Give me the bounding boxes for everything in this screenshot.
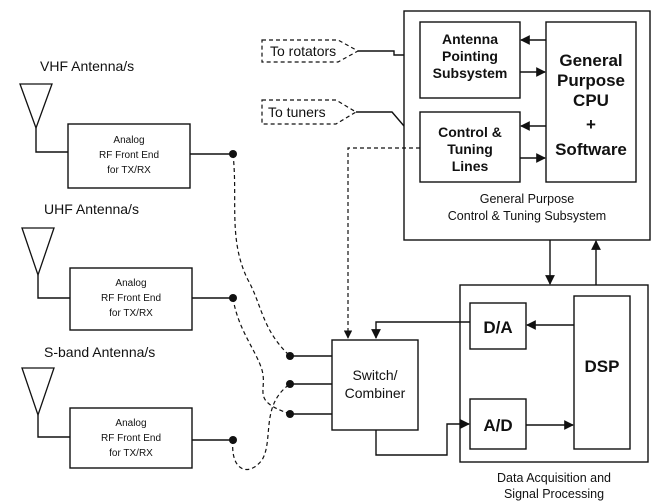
cpu-to-subsystem-arrows xyxy=(520,35,546,163)
sband-front-end-line2: RF Front End xyxy=(101,433,161,444)
antenna-pointing-subsystem: Antenna Pointing Subsystem xyxy=(419,21,521,99)
da-label: D/A xyxy=(483,318,512,337)
control-tuning-line1: Control & xyxy=(438,124,502,140)
vhf-antenna-icon xyxy=(19,83,68,153)
switch-label-line1: Switch/ xyxy=(352,367,397,383)
cpu-line4: + xyxy=(586,115,596,134)
sband-antenna-icon xyxy=(21,367,70,438)
control-tuning-line2: Tuning xyxy=(447,141,493,157)
control-subsystem-caption-line1: General Purpose xyxy=(480,192,575,206)
uhf-front-end-line2: RF Front End xyxy=(101,293,161,304)
uhf-antenna-icon xyxy=(21,227,70,299)
signal-flow-arrows xyxy=(371,240,601,456)
antenna-pointing-line2: Pointing xyxy=(442,48,498,64)
control-tuning-lines: Control & Tuning Lines xyxy=(419,111,521,183)
sband-antenna-label: S-band Antenna/s xyxy=(44,344,155,360)
dsp-label: DSP xyxy=(585,357,620,376)
vhf-antenna-label: VHF Antenna/s xyxy=(40,58,134,74)
switch-label-line2: Combiner xyxy=(345,385,406,401)
control-to-switch-line xyxy=(343,147,420,339)
cpu-line1: General xyxy=(559,51,622,70)
vhf-front-end-line1: Analog xyxy=(113,135,144,146)
switch-input-junctions xyxy=(286,352,332,418)
front-end-outputs xyxy=(190,150,237,444)
to-tuners-label: To tuners xyxy=(268,104,326,120)
uhf-front-end-line1: Analog xyxy=(115,278,146,289)
vhf-front-end-line3: for TX/RX xyxy=(107,165,151,176)
da-converter: D/A xyxy=(469,302,527,350)
to-rotators-label: To rotators xyxy=(270,43,336,59)
switch-combiner-block: Switch/ Combiner xyxy=(331,339,419,431)
data-acquisition-caption-line2: Signal Processing xyxy=(504,487,604,501)
control-tuning-line3: Lines xyxy=(452,158,489,174)
cpu-line5: Software xyxy=(555,140,627,159)
sband-front-end-line3: for TX/RX xyxy=(109,448,153,459)
uhf-front-end-line3: for TX/RX xyxy=(109,308,153,319)
to-tuners-tag: To tuners xyxy=(261,99,358,125)
cpu-line3: CPU xyxy=(573,91,609,110)
control-subsystem-caption-line2: Control & Tuning Subsystem xyxy=(448,209,606,223)
patch-cables xyxy=(232,153,291,471)
vhf-rf-front-end: Analog RF Front End for TX/RX xyxy=(67,123,191,189)
to-rotators-tag: To rotators xyxy=(261,39,360,63)
uhf-antenna-label: UHF Antenna/s xyxy=(44,201,139,217)
data-acquisition-caption-line1: Data Acquisition and xyxy=(497,471,611,485)
general-purpose-cpu: General Purpose CPU + Software xyxy=(545,21,637,183)
dsp-block: DSP xyxy=(573,295,631,450)
ad-converter: A/D xyxy=(469,398,527,450)
uhf-rf-front-end: Analog RF Front End for TX/RX xyxy=(69,267,193,331)
ad-label: A/D xyxy=(483,416,512,435)
antenna-pointing-line1: Antenna xyxy=(442,31,498,47)
sband-rf-front-end: Analog RF Front End for TX/RX xyxy=(69,407,193,469)
vhf-front-end-line2: RF Front End xyxy=(99,150,159,161)
cpu-line2: Purpose xyxy=(557,71,625,90)
antenna-pointing-line3: Subsystem xyxy=(433,65,508,81)
sband-front-end-line1: Analog xyxy=(115,418,146,429)
